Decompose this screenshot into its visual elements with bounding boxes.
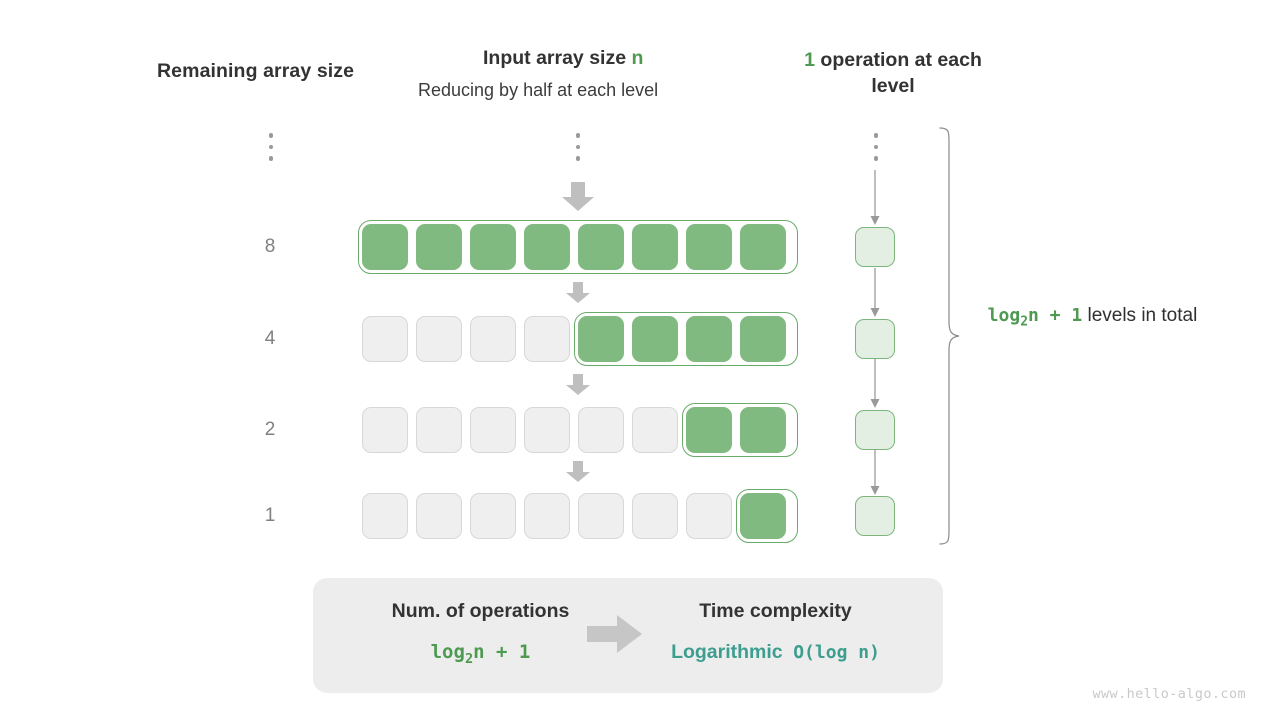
heading-input-array-size-variable: n: [631, 47, 644, 69]
array-cell-inactive: [632, 407, 678, 453]
array-row-8: [358, 220, 798, 274]
ellipsis-dot: [873, 156, 879, 161]
levels-total-note: log2n + 1 levels in total: [985, 302, 1200, 332]
summary-complexity-value: Logarithmic O(log n): [638, 641, 913, 664]
summary-operations-formula: log2n + 1: [430, 641, 531, 667]
array-cell-inactive: [578, 493, 624, 539]
ops-connector-arrow-icon: [868, 359, 882, 409]
heading-operations-text: operation at each level: [820, 49, 982, 98]
array-cell-active: [740, 224, 786, 270]
array-cell-active: [740, 407, 786, 453]
row-label-8: 8: [264, 236, 276, 257]
ops-connector-arrow-icon: [868, 170, 882, 226]
array-cell-inactive: [578, 407, 624, 453]
ellipsis-dot: [873, 144, 879, 149]
down-arrow-icon: [565, 282, 591, 304]
array-row-2: [362, 403, 798, 457]
array-cell-inactive: [416, 493, 462, 539]
ops-connector-arrow-icon: [868, 450, 882, 496]
summary-left-column: Num. of operations log2n + 1: [343, 600, 618, 667]
array-cell-inactive: [416, 316, 462, 362]
watermark: www.hello-algo.com: [1092, 686, 1246, 702]
array-cell-active: [686, 224, 732, 270]
summary-complexity-notation: O(log n): [793, 642, 880, 663]
array-cell-inactive: [470, 407, 516, 453]
array-cell-inactive: [632, 493, 678, 539]
row-label-2: 2: [264, 419, 276, 440]
heading-operations-count: 1: [804, 49, 815, 71]
array-row-4: [362, 312, 798, 366]
ellipsis-dot: [575, 133, 581, 138]
array-cell-active: [740, 316, 786, 362]
ops-connector-arrow-icon: [868, 268, 882, 318]
down-arrow-icon: [565, 374, 591, 396]
ellipsis-dot: [268, 144, 274, 149]
array-cell-active: [686, 407, 732, 453]
array-cell-active: [416, 224, 462, 270]
down-arrow-icon: [561, 182, 595, 212]
array-cell-inactive: [362, 316, 408, 362]
ellipsis-dot: [575, 144, 581, 149]
array-cell-active: [578, 224, 624, 270]
array-cell-active: [578, 316, 624, 362]
array-cell-active: [740, 493, 786, 539]
ellipsis-dot: [268, 133, 274, 138]
ellipsis-left-column: [266, 133, 276, 161]
levels-formula-caption: levels in total: [1087, 305, 1198, 326]
array-cell-inactive: [524, 316, 570, 362]
array-cell-inactive: [524, 493, 570, 539]
summary-complexity-title: Time complexity: [699, 600, 852, 622]
array-cell-inactive: [416, 407, 462, 453]
summary-operations-value: log2n + 1: [343, 641, 618, 667]
summary-complexity-word: Logarithmic: [671, 641, 783, 663]
row-label-4: 4: [264, 328, 276, 349]
ellipsis-array-column: [573, 133, 583, 161]
array-row-1: [362, 489, 798, 543]
array-cell-active: [686, 316, 732, 362]
array-cell-active: [632, 316, 678, 362]
right-arrow-icon: [587, 614, 643, 654]
ellipsis-dot: [575, 156, 581, 161]
down-arrow-icon: [565, 461, 591, 483]
heading-operations-per-level: 1 operation at each level: [798, 47, 988, 100]
operation-cell: [855, 319, 895, 359]
operation-cell: [855, 227, 895, 267]
array-cell-inactive: [686, 493, 732, 539]
array-cell-inactive: [470, 493, 516, 539]
array-cell-inactive: [524, 407, 570, 453]
array-cell-inactive: [362, 493, 408, 539]
summary-panel: Num. of operations log2n + 1 Time comple…: [313, 578, 943, 693]
array-cell-active: [632, 224, 678, 270]
summary-right-column: Time complexity Logarithmic O(log n): [638, 600, 913, 664]
operation-cell: [855, 496, 895, 536]
levels-formula: log2n + 1: [987, 305, 1083, 330]
row-label-1: 1: [264, 505, 276, 526]
ellipsis-dot: [873, 133, 879, 138]
ellipsis-ops-column: [871, 133, 881, 161]
ellipsis-dot: [268, 156, 274, 161]
array-cell-active: [470, 224, 516, 270]
heading-remaining-array-size: Remaining array size: [157, 60, 355, 82]
array-cell-active: [524, 224, 570, 270]
array-cell-inactive: [470, 316, 516, 362]
array-cell-inactive: [362, 407, 408, 453]
heading-input-array-size: Input array size n: [483, 47, 643, 70]
heading-input-subtitle: Reducing by half at each level: [418, 80, 659, 100]
heading-input-array-size-text: Input array size: [483, 47, 627, 69]
operation-cell: [855, 410, 895, 450]
summary-operations-title: Num. of operations: [391, 600, 570, 622]
array-cell-active: [362, 224, 408, 270]
levels-brace: [938, 126, 962, 546]
